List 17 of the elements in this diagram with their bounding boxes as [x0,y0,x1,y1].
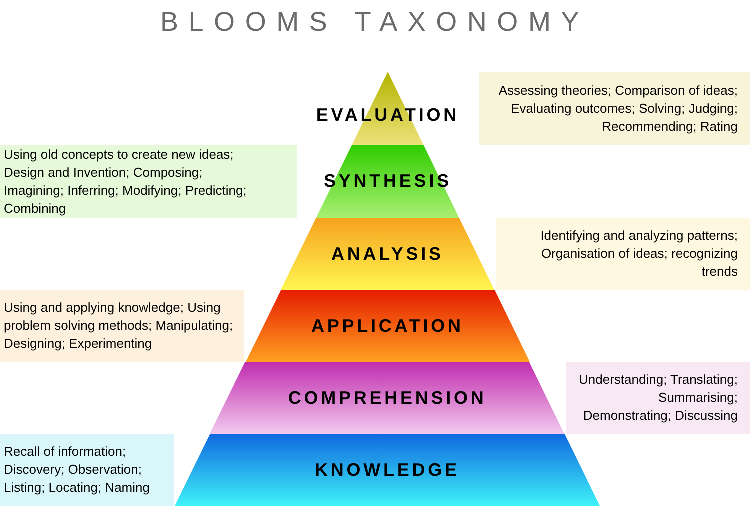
description-text: Recall of information; Discovery; Observation; Listing; Locating; Naming [4,443,151,497]
title: BLOOMS TAXONOMY [160,6,590,39]
description-band [566,362,750,434]
tier-label: KNOWLEDGE [315,458,460,482]
description-band [0,434,174,506]
description-text: Using and applying knowledge; Using problem solving methods; Manipulating; Designing; Experimenting [4,299,234,353]
description-text: Understanding; Translating; Summarising; Demonstrating; Discussing [578,371,738,425]
description-band [0,145,297,218]
description-band [496,218,750,290]
description-band [479,72,750,145]
tier-label: APPLICATION [311,314,464,338]
description-text: Using old concepts to create new ideas; Design and Invention; Composing; Imagining; Inferring; Modifying; Predicting; Combining [4,146,248,218]
description-band [0,290,244,362]
tier-label: ANALYSIS [332,242,444,266]
tier-label: COMPREHENSION [288,386,487,410]
description-text: Assessing theories; Comparison of ideas; Evaluating outcomes; Solving; Judging; Recommending; Rating [498,82,738,136]
description-text: Identifying and analyzing patterns; Organisation of ideas; recognizing trends [540,227,738,281]
